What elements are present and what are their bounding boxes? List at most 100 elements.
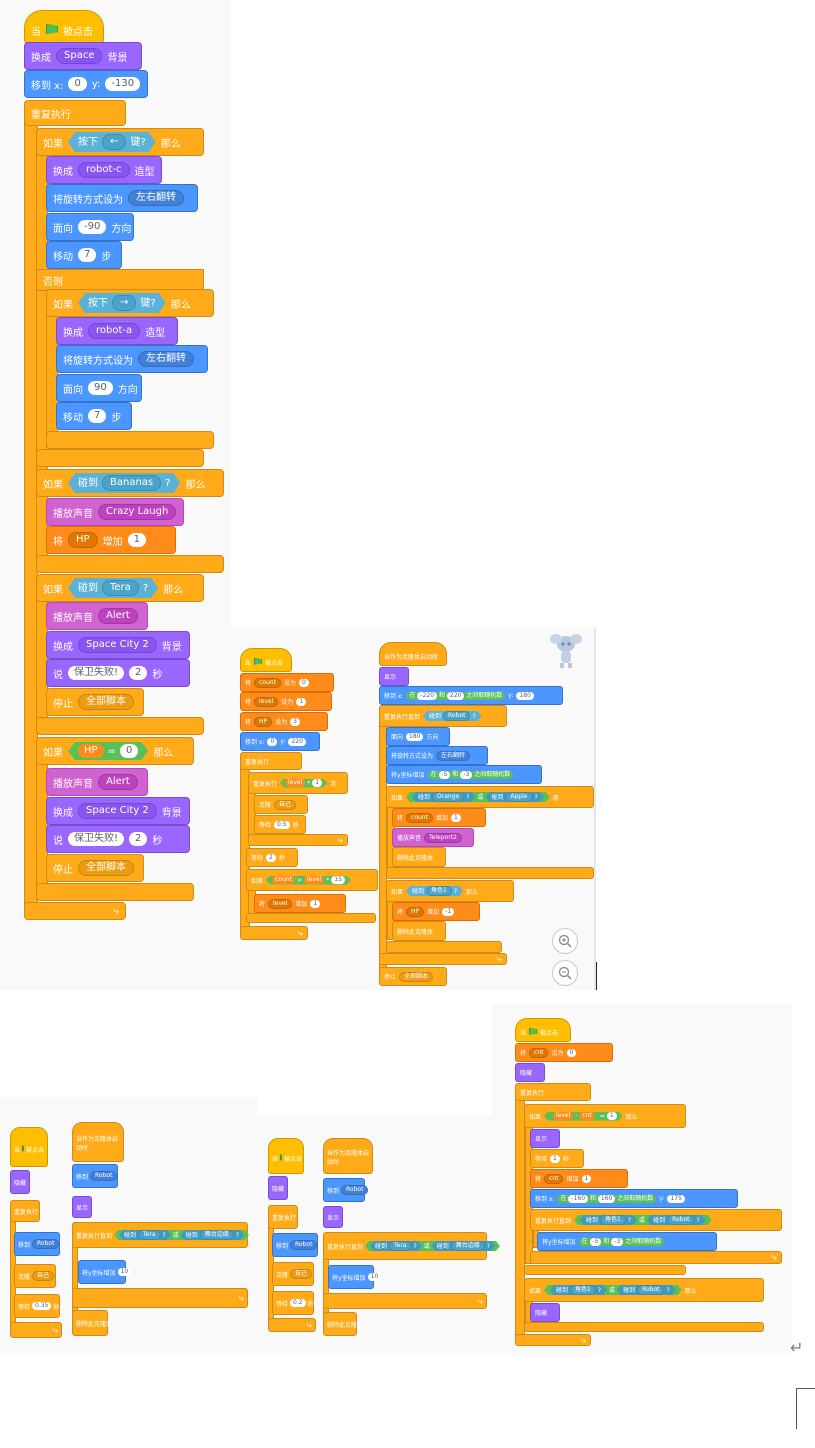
- key-pressed-condition[interactable]: 按下 → 键?: [78, 293, 166, 313]
- wait-block[interactable]: 等待 2 秒: [246, 848, 298, 867]
- switch-costume-block[interactable]: 换成 robot-a 造型: [56, 317, 178, 345]
- or-operator[interactable]: 碰到 Orange ? 或 碰到 Apple ?: [406, 792, 550, 802]
- forever-block[interactable]: 重复执行: [515, 1083, 591, 1101]
- play-sound-block[interactable]: 播放声音 Alert: [46, 768, 148, 796]
- wait-block[interactable]: 等待 0.35 秒: [14, 1294, 60, 1318]
- variable-dropdown[interactable]: HP: [254, 716, 273, 727]
- variable-reporter[interactable]: cnt: [579, 1112, 594, 1120]
- wait-block[interactable]: 等待 0.2 秒: [272, 1291, 314, 1315]
- if-block[interactable]: 如果 按下 → 键? 那么: [46, 289, 214, 317]
- stop-dropdown[interactable]: 全部脚本: [78, 694, 134, 710]
- variable-dropdown[interactable]: count: [406, 812, 433, 823]
- move-steps-block[interactable]: 移动 7 步: [46, 241, 122, 269]
- amount-input[interactable]: 1: [310, 899, 321, 908]
- sprite-dropdown[interactable]: Orange: [432, 792, 464, 802]
- point-direction-block[interactable]: 面向 180 方向: [386, 727, 450, 746]
- forever-block[interactable]: 重复执行: [240, 752, 302, 770]
- subtract-operator[interactable]: level - cnt: [550, 1112, 598, 1120]
- random-operator[interactable]: 在 -160 和 160 之间取随机数: [557, 1194, 657, 1203]
- secs-input[interactable]: 2: [129, 832, 148, 846]
- sprite-dropdown[interactable]: Robot: [667, 1215, 694, 1225]
- variable-reporter[interactable]: HP: [78, 744, 104, 758]
- set-rotation-style-block[interactable]: 将旋转方式设为 左右翻转: [386, 746, 488, 765]
- y-input[interactable]: -130: [105, 77, 141, 91]
- when-flag-clicked-hat[interactable]: 当 被点击: [240, 648, 292, 672]
- key-pressed-condition[interactable]: 按下 ← 键?: [68, 132, 156, 152]
- repeat-until-block[interactable]: 重复执行直到 碰到 角色1 ? 或 碰到 Robot ?: [530, 1209, 782, 1231]
- if-else-block[interactable]: 如果 按下 ← 键? 那么: [36, 128, 204, 156]
- forever-block[interactable]: 重复执行: [268, 1205, 298, 1229]
- sound-dropdown[interactable]: Alert: [98, 608, 138, 624]
- sprite-dropdown[interactable]: Robot: [290, 1240, 318, 1250]
- touching-condition[interactable]: 碰到 Tera ?: [68, 578, 158, 598]
- direction-input[interactable]: -90: [78, 220, 107, 234]
- variable-dropdown[interactable]: HP: [68, 532, 98, 548]
- if-block[interactable]: 如果 碰到 角色1 ? 或 碰到 Robot ? 那么: [524, 1278, 764, 1302]
- repeat-until-block[interactable]: 重复执行直到 碰到 Tera ? 或 碰到 舞台边缘 ?: [72, 1222, 248, 1248]
- switch-backdrop-block[interactable]: 换成 Space City 2 背景: [46, 631, 190, 659]
- sprite-dropdown[interactable]: Robot: [90, 1171, 118, 1181]
- change-variable-block[interactable]: 将 HP 增加 -1: [392, 902, 480, 921]
- delete-clone-block[interactable]: 删除此克隆体: [323, 1312, 363, 1336]
- rotation-dropdown[interactable]: 左右翻转: [138, 351, 194, 367]
- create-clone-block[interactable]: 克隆 自己: [254, 795, 308, 814]
- or-operator[interactable]: 碰到 Tera ? 或 碰到 舞台边缘 ?: [365, 1241, 500, 1251]
- y-input[interactable]: 180: [516, 691, 534, 700]
- value-input[interactable]: 0: [566, 1048, 577, 1057]
- variable-dropdown[interactable]: cnt: [529, 1047, 549, 1058]
- play-sound-block[interactable]: 播放声音 Crazy Laugh: [46, 498, 184, 526]
- sprite-dropdown[interactable]: Tera: [102, 580, 139, 596]
- secs-input[interactable]: 0.5: [274, 820, 290, 829]
- x-input[interactable]: 0: [267, 737, 278, 746]
- say-for-secs-block[interactable]: 说 保卫失败! 2 秒: [46, 825, 190, 853]
- value-input[interactable]: 3: [290, 717, 300, 726]
- variable-reporter[interactable]: level: [304, 876, 324, 884]
- sprite-dropdown[interactable]: 角色1: [426, 886, 452, 896]
- rotation-dropdown[interactable]: 左右翻转: [436, 750, 471, 761]
- play-sound-block[interactable]: 播放声音 Teleport2: [392, 828, 474, 847]
- goto-xy-block[interactable]: 移到 x: 0 y: -130: [24, 70, 148, 98]
- when-flag-clicked-hat[interactable]: 当 被点击: [10, 1127, 48, 1167]
- variable-reporter[interactable]: count: [272, 876, 295, 884]
- value-input[interactable]: -160: [568, 1194, 589, 1203]
- value-input[interactable]: -220: [417, 691, 438, 700]
- random-operator[interactable]: 在 -220 和 220 之间取随机数: [406, 691, 506, 700]
- goto-xy-block[interactable]: 移到 x: 在 -160 和 160 之间取随机数 y: 175: [530, 1189, 738, 1208]
- repeat-until-block[interactable]: 重复执行直到 碰到 Robot ?: [379, 705, 507, 727]
- set-variable-block[interactable]: 将 HP 设为 3: [240, 712, 328, 731]
- stop-block[interactable]: 停止 全部脚本: [379, 967, 447, 986]
- change-variable-block[interactable]: 将 HP 增加 1: [46, 526, 176, 554]
- if-block[interactable]: 如果 level - cnt = 1 那么: [524, 1104, 686, 1128]
- set-variable-block[interactable]: 将 level 设为 1: [240, 692, 332, 711]
- change-variable-block[interactable]: 将 level 增加 1: [254, 894, 346, 913]
- key-dropdown[interactable]: →: [112, 295, 136, 311]
- backdrop-dropdown[interactable]: Space City 2: [78, 637, 157, 653]
- clone-dropdown[interactable]: 自己: [274, 799, 297, 810]
- switch-costume-block[interactable]: 换成 robot-c 造型: [46, 156, 162, 184]
- change-y-block[interactable]: 将y坐标增加 在 -5 和 -3 之间取随机数: [537, 1232, 717, 1251]
- random-operator[interactable]: 在 -5 和 -3 之间取随机数: [578, 1237, 665, 1246]
- point-direction-block[interactable]: 面向 -90 方向: [46, 213, 134, 241]
- costume-dropdown[interactable]: robot-c: [78, 162, 130, 178]
- value-input[interactable]: 0: [120, 744, 138, 758]
- secs-input[interactable]: 0.35: [32, 1302, 52, 1310]
- sprite-dropdown[interactable]: 舞台边缘: [200, 1230, 234, 1240]
- delete-clone-block[interactable]: 删除此克隆体: [72, 1310, 112, 1336]
- touching-condition[interactable]: 碰到 角色1 ?: [406, 886, 463, 896]
- rotation-dropdown[interactable]: 左右翻转: [128, 190, 184, 206]
- zoom-in-button[interactable]: [552, 928, 578, 954]
- backdrop-dropdown[interactable]: Space: [56, 48, 103, 64]
- value-input[interactable]: 160: [597, 1194, 616, 1203]
- forever-block[interactable]: 重复执行: [24, 100, 126, 126]
- sprite-dropdown[interactable]: 舞台边缘: [451, 1241, 485, 1251]
- value-input[interactable]: 1: [607, 1112, 617, 1120]
- value-input[interactable]: -5: [589, 1237, 602, 1246]
- variable-reporter[interactable]: level: [553, 1112, 573, 1120]
- touching-condition[interactable]: 碰到 角色1 ?: [550, 1285, 607, 1295]
- amount-input[interactable]: 1: [581, 1174, 592, 1183]
- switch-backdrop-block[interactable]: 换成 Space 背景: [24, 42, 142, 70]
- secs-input[interactable]: 1: [550, 1154, 560, 1163]
- value-input[interactable]: 1: [296, 697, 307, 706]
- if-block[interactable]: 如果 碰到 Tera ? 那么: [36, 574, 204, 602]
- value-input[interactable]: -5: [438, 770, 451, 779]
